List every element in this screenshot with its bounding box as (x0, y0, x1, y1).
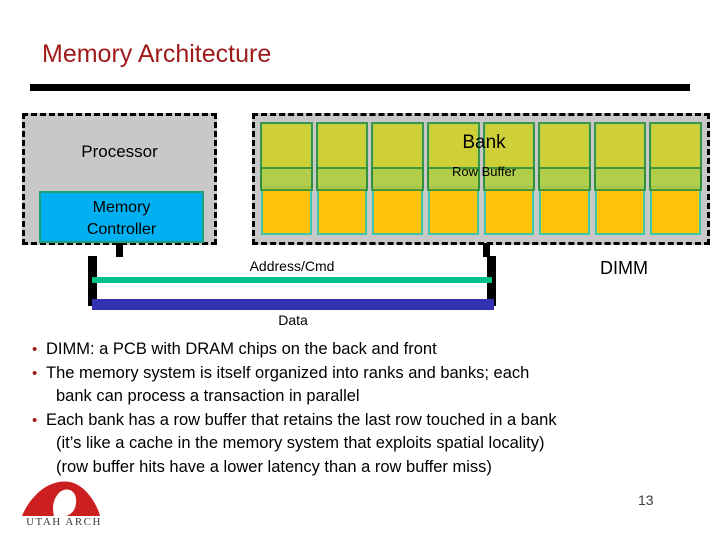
bullet-text: The memory system is itself organized in… (46, 363, 530, 382)
memory-controller-label: Memory Controller (41, 197, 202, 241)
memory-controller-label-line2: Controller (86, 221, 157, 238)
bullet-text: DIMM: a PCB with DRAM chips on the back … (46, 340, 437, 358)
bank-cell (482, 122, 536, 235)
memory-controller-label-line1: Memory (92, 199, 151, 216)
data-bus (92, 299, 494, 310)
title-divider (30, 84, 690, 91)
bullet-text: Each bank has a row buffer that retains … (46, 410, 557, 429)
bank-cell (426, 122, 480, 235)
bullet-continuation: (row buffer hits have a lower latency th… (56, 457, 492, 476)
row-buffer-overlay (371, 167, 424, 191)
list-item: • DIMM: a PCB with DRAM chips on the bac… (26, 338, 698, 362)
bank-cell (649, 122, 702, 235)
memory-controller-box: Memory Controller (39, 191, 204, 243)
address-cmd-label: Address/Cmd (249, 258, 335, 274)
row-buffer-overlay (538, 167, 591, 191)
row-buffer-overlay (315, 167, 369, 191)
bullet-continuation: (it’s like a cache in the memory system … (56, 434, 545, 452)
dimm-label: DIMM (600, 258, 648, 278)
bus-stub-right (483, 243, 490, 257)
bullet-list: • DIMM: a PCB with DRAM chips on the bac… (26, 338, 698, 479)
list-item: • The memory system is itself organized … (26, 362, 698, 386)
arch-icon (22, 481, 100, 516)
bank-strip (260, 122, 702, 235)
list-item: • Each bank has a row buffer that retain… (26, 409, 698, 433)
page-number: 13 (638, 492, 654, 508)
dimm-box: Bank Row Buffer (252, 113, 710, 245)
bank-cell (371, 122, 424, 235)
row-buffer-overlay (260, 167, 313, 191)
bank-cell (593, 122, 647, 235)
logo-text: UTAH ARCH (26, 516, 102, 528)
bank-cell (260, 122, 313, 235)
bullet-marker: • (32, 411, 38, 429)
row-buffer-overlay (482, 167, 536, 191)
bank-cell (538, 122, 591, 235)
bullet-marker: • (32, 341, 38, 358)
data-bus-label: Data (278, 312, 308, 328)
row-buffer-overlay (593, 167, 647, 191)
bullet-marker: • (32, 364, 38, 382)
bullet-continuation: bank can process a transaction in parall… (56, 387, 360, 405)
processor-label: Processor (81, 142, 158, 161)
address-cmd-bus (92, 277, 492, 283)
utah-arch-logo: UTAH ARCH (16, 478, 112, 534)
page-title: Memory Architecture (42, 40, 272, 68)
row-buffer-overlay (426, 167, 480, 191)
bus-stub-left (116, 243, 123, 257)
row-buffer-overlay (649, 167, 702, 191)
bank-cell (315, 122, 369, 235)
processor-box: Processor Memory Controller (22, 113, 217, 245)
